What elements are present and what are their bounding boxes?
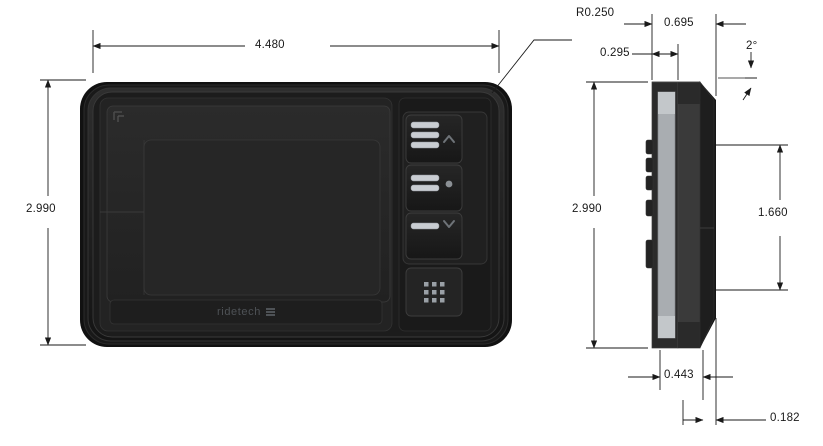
- dim-front-width: 4.480: [253, 39, 287, 51]
- dim-draft-angle: 2°: [744, 40, 760, 52]
- side-view-body: [645, 80, 716, 349]
- dim-front-height: 2.990: [24, 203, 58, 215]
- dim-depth-front: 0.295: [598, 47, 632, 59]
- dim-corner-radius: R0.250: [574, 7, 617, 19]
- dim-depth-total: 0.695: [662, 17, 696, 29]
- dim-inner-height: 1.660: [756, 207, 790, 219]
- dim-base-depth: 0.443: [662, 369, 696, 381]
- dimension-lines: [40, 14, 788, 425]
- brand-logo-text: ridetech: [217, 306, 261, 318]
- brand-logo: ridetech: [110, 300, 382, 324]
- three-bar-icon: [265, 308, 275, 316]
- dim-side-height: 2.990: [570, 203, 604, 215]
- dim-lip-depth: 0.182: [768, 412, 802, 424]
